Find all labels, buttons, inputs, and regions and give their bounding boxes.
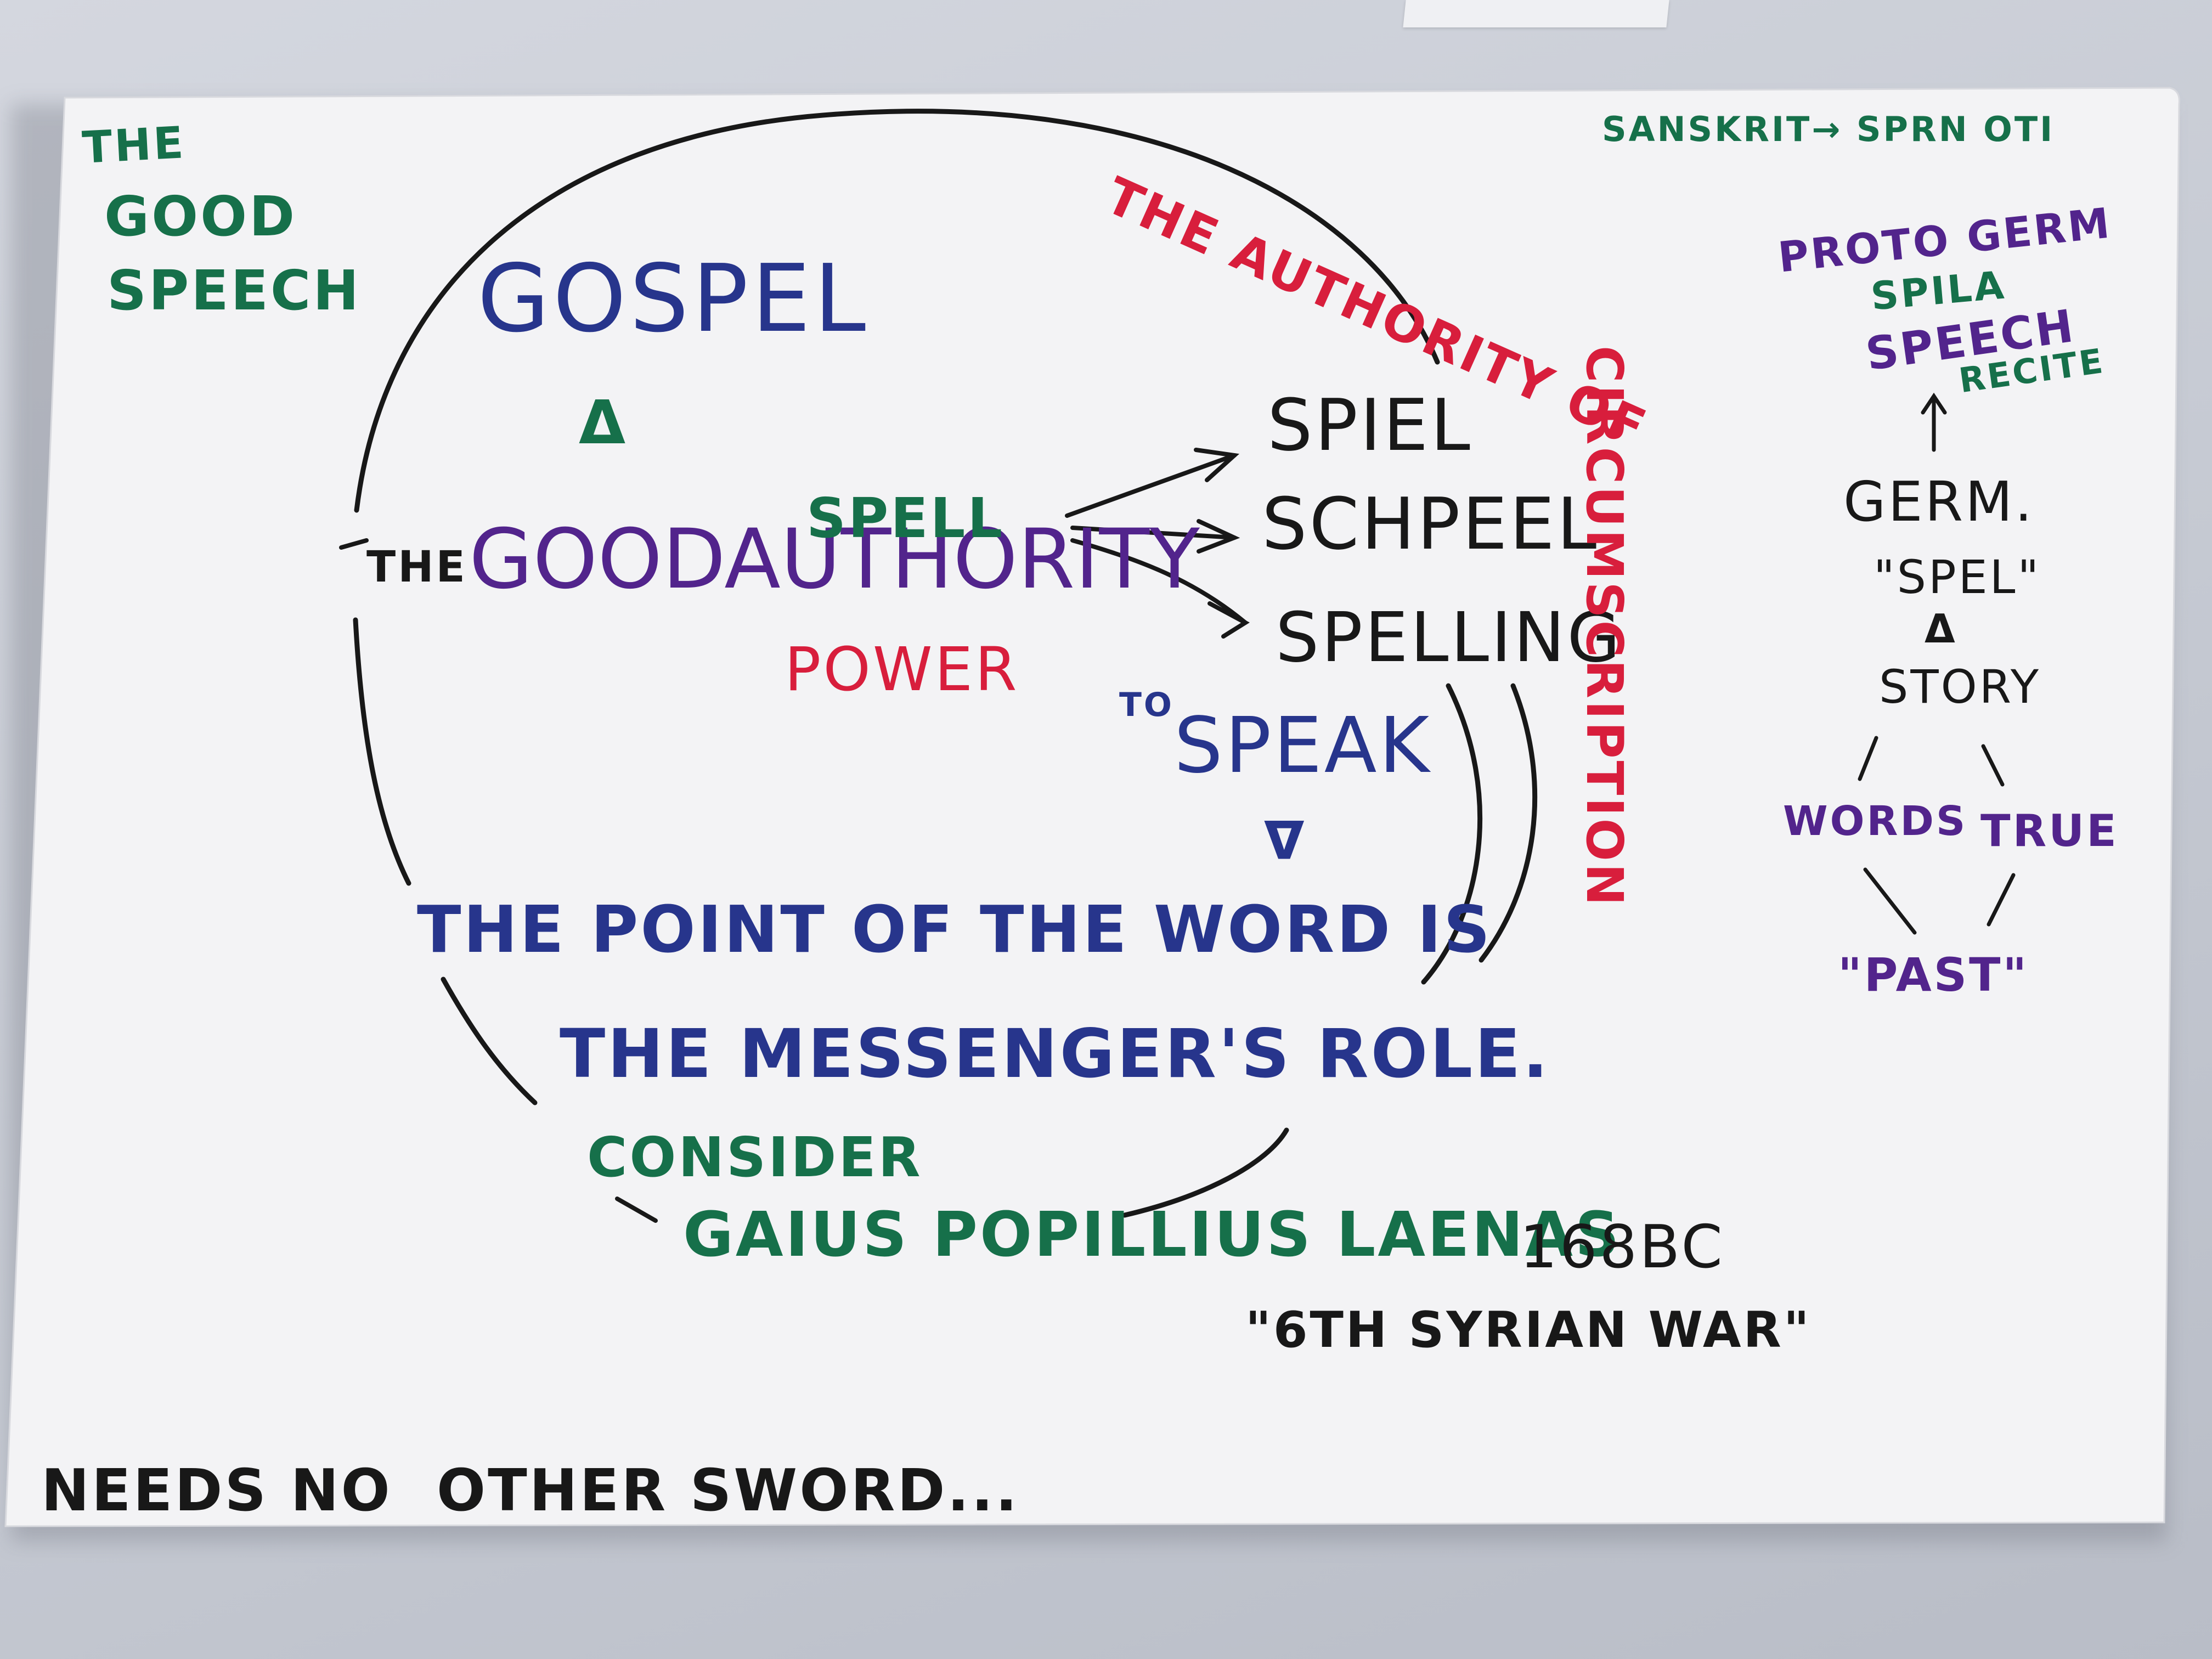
- delta-speak: Δ: [1262, 812, 1305, 864]
- arc-label-side: CIRCUMSCRIPTION: [1579, 346, 1629, 908]
- schpeel-label: SCHPEEL: [1262, 488, 1599, 560]
- etym-story: STORY: [1879, 664, 2041, 710]
- point-line-1: THE POINT OF THE WORD IS: [417, 897, 1492, 962]
- title-the: THE: [81, 121, 187, 170]
- spiel-label: SPIEL: [1267, 390, 1472, 461]
- delta-gospel: Δ: [579, 392, 628, 453]
- footer-line: NEEDS NO OTHER SWORD...: [41, 1462, 1019, 1520]
- the-label: THE: [366, 546, 467, 589]
- etym-germ: GERM.: [1843, 475, 2034, 529]
- spell-label: SPELL: [806, 491, 1005, 546]
- etym-delta: Δ: [1925, 609, 1957, 648]
- etym-spel: "SPEL": [1874, 554, 2041, 600]
- point-line-2: THE MESSENGER'S ROLE.: [560, 1020, 1550, 1087]
- etym-sanskrit: SANSKRIT→ SPRN OTI: [1602, 112, 2055, 146]
- to-label: TO: [1119, 689, 1174, 721]
- etym-past: "PAST": [1838, 952, 2029, 998]
- etym-spila: SPILA: [1869, 266, 2007, 315]
- power-label: POWER: [785, 639, 1019, 699]
- year-label: 168BC: [1520, 1218, 1725, 1277]
- gospel-label: GOSPEL: [477, 252, 869, 346]
- speak-label: SPEAK: [1174, 708, 1431, 785]
- title-good: GOOD: [104, 189, 297, 244]
- gaius-label: GAIUS POPILLIUS LAENAS: [683, 1204, 1622, 1266]
- title-speech: SPEECH: [107, 263, 361, 318]
- war-label: "6TH SYRIAN WAR": [1245, 1306, 1812, 1355]
- spelling-label: SPELLING: [1276, 603, 1622, 672]
- consider-label: CONSIDER: [587, 1130, 923, 1185]
- etym-words: WORDS: [1783, 801, 1967, 842]
- etym-true: TRUE: [1980, 809, 2119, 853]
